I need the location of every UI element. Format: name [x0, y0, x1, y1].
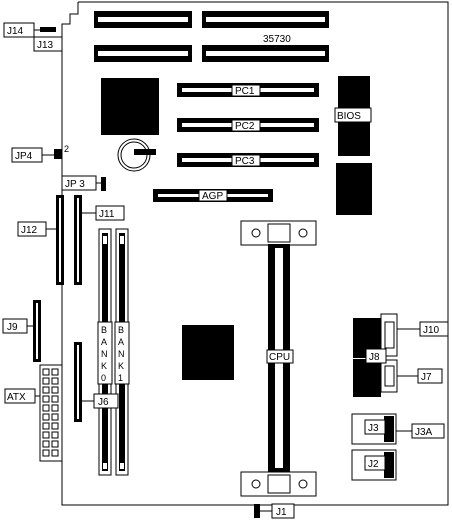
label-j1: J1 [260, 503, 295, 519]
svg-text:B: B [101, 325, 107, 335]
pci-slot-1-label: PC1 [235, 86, 255, 97]
svg-text:J7: J7 [421, 372, 432, 383]
jumper-j1-pins [254, 504, 260, 518]
svg-text:JP 3: JP 3 [65, 179, 85, 190]
svg-text:J9: J9 [7, 322, 18, 333]
svg-text:N: N [101, 349, 108, 359]
header-j9 [33, 300, 41, 362]
svg-text:A: A [101, 337, 107, 347]
header-j11 [74, 195, 82, 285]
pci-slot-3: PC3 [177, 153, 319, 167]
cpu-slot-label: CPU [269, 352, 290, 363]
io-controller-chip [336, 163, 372, 215]
svg-text:A: A [118, 337, 124, 347]
svg-text:J12: J12 [21, 225, 38, 236]
agp-slot: AGP [153, 189, 273, 202]
label-j14: J14 [3, 22, 40, 38]
label-j11: J11 [82, 205, 125, 221]
label-jp4: JP4 2 [11, 144, 69, 163]
svg-text:J1: J1 [276, 507, 287, 518]
pci-slot-2: PC2 [177, 118, 319, 132]
label-j12: J12 [17, 221, 56, 237]
south-bridge-chip [182, 325, 234, 380]
svg-text:0: 0 [101, 373, 106, 383]
serial-port-j7 [353, 359, 398, 397]
agp-slot-label: AGP [202, 191, 223, 202]
memory-bank-1-label: B A N K 1 [118, 325, 125, 383]
north-bridge-chip [101, 78, 159, 135]
svg-text:J10: J10 [423, 325, 440, 336]
label-j3: J3 [364, 419, 386, 435]
memory-bank-1 [114, 228, 130, 476]
label-j8: J8 [365, 348, 387, 364]
svg-text:1: 1 [118, 373, 123, 383]
atx-power-connector [39, 364, 63, 462]
cpu-slot: CPU [240, 220, 317, 497]
svg-text:J8: J8 [369, 352, 380, 363]
svg-text:J14: J14 [7, 26, 24, 37]
svg-text:J11: J11 [99, 209, 115, 220]
header-j12 [56, 195, 64, 285]
label-jp3: JP 3 [61, 175, 101, 191]
board-outline [61, 1, 449, 506]
pci-slot-1: PC1 [177, 83, 319, 97]
bios-chip: BIOS [334, 76, 372, 156]
pci-slot-3-label: PC3 [235, 156, 255, 167]
label-j7: J7 [397, 368, 443, 384]
isa-slots [94, 11, 329, 62]
svg-text:J3: J3 [368, 423, 379, 434]
label-j2: J2 [364, 455, 386, 471]
svg-text:K: K [101, 361, 107, 371]
svg-text:J2: J2 [368, 459, 379, 470]
label-jp4-pin: 2 [64, 144, 69, 154]
memory-bank-0-label: B A N K 0 [101, 325, 108, 383]
jumper-j14-pins [40, 27, 56, 32]
label-j6: J6 [82, 393, 119, 409]
board-model-number: 35730 [263, 34, 291, 45]
label-j10: J10 [397, 321, 449, 337]
svg-text:J13: J13 [37, 40, 54, 51]
svg-text:B: B [118, 325, 124, 335]
jumper-jp3-pins [101, 177, 106, 191]
jumper-jp4-pins [54, 149, 62, 159]
memory-bank-0 [97, 228, 113, 476]
svg-text:JP4: JP4 [15, 151, 33, 162]
pci-slot-2-label: PC2 [235, 121, 255, 132]
svg-text:ATX: ATX [7, 392, 26, 403]
label-atx: ATX [4, 388, 40, 404]
bios-chip-label: BIOS [337, 111, 361, 122]
label-j13: J13 [33, 36, 63, 52]
label-j9: J9 [2, 318, 33, 334]
svg-text:J6: J6 [98, 397, 109, 408]
svg-text:N: N [118, 349, 125, 359]
label-j3a: J3A [396, 423, 445, 439]
cmos-battery [117, 138, 156, 172]
svg-text:K: K [118, 361, 124, 371]
svg-text:J3A: J3A [415, 427, 433, 438]
header-j6 [74, 342, 82, 422]
